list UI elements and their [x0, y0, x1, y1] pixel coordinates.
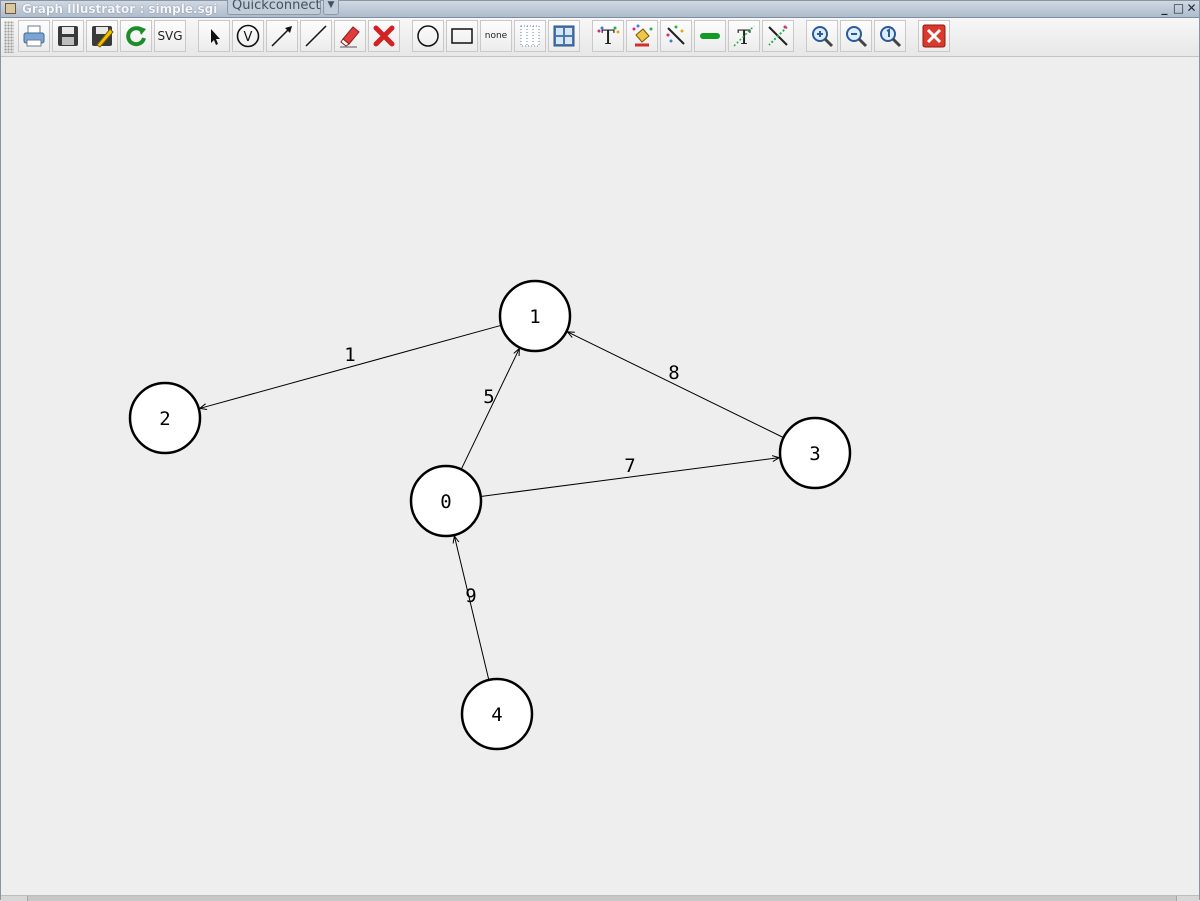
vertex-label: 2 [159, 408, 170, 430]
title-bar[interactable]: Graph Illustrator : simple.sgi Quickconn… [1, 0, 1199, 18]
graph-svg[interactable]: 1 5 8 7 9 0 1 2 3 4 [1, 57, 1199, 895]
vertex-2[interactable]: 2 [128, 381, 202, 455]
text-style-icon: T [731, 23, 757, 49]
no-shape-label: none [484, 31, 508, 41]
edge-weight-label[interactable]: 1 [344, 344, 355, 366]
add-arrow-button[interactable] [266, 20, 298, 52]
edge-weight-label[interactable]: 9 [465, 585, 476, 607]
edge-0-3[interactable] [480, 458, 780, 497]
vertex-circle[interactable] [128, 381, 202, 455]
vertex-circle[interactable] [409, 464, 483, 538]
vertex-label: 0 [440, 491, 451, 513]
quickconnect-dropdown-icon[interactable]: ▼ [323, 0, 339, 15]
svg-export-label: SVG [157, 29, 183, 43]
save-button[interactable] [52, 20, 84, 52]
arrow-icon [269, 23, 295, 49]
toolbar: SVG V [1, 18, 1199, 57]
horizontal-scrollbar[interactable] [1, 895, 1199, 901]
delete-button[interactable] [368, 20, 400, 52]
edge-weight-label[interactable]: 7 [624, 455, 635, 477]
no-shape-button[interactable]: none [480, 20, 512, 52]
fill-color-button[interactable] [626, 20, 658, 52]
vertex-label: 1 [529, 306, 540, 328]
close-graph-button[interactable] [918, 20, 950, 52]
zoom-in-icon [809, 23, 835, 49]
svg-text:T: T [601, 25, 615, 49]
eraser-icon [337, 23, 363, 49]
refresh-button[interactable] [120, 20, 152, 52]
window-title: Graph Illustrator : simple.sgi [22, 2, 218, 16]
green-bar-icon [697, 23, 723, 49]
grid-snap-button[interactable] [548, 20, 580, 52]
text-style-button[interactable]: T [728, 20, 760, 52]
circle-icon [415, 23, 441, 49]
grid-button[interactable] [514, 20, 546, 52]
print-button[interactable] [18, 20, 50, 52]
vertex-4[interactable]: 4 [460, 677, 534, 751]
zoom-out-button[interactable] [840, 20, 872, 52]
vertex-icon: V [235, 23, 261, 49]
close-window-button[interactable]: ✕ [1186, 1, 1197, 15]
rectangle-shape-button[interactable] [446, 20, 478, 52]
text-color-button[interactable]: T [592, 20, 624, 52]
select-tool-button[interactable] [198, 20, 230, 52]
edge-style-icon [765, 23, 791, 49]
svg-export-button[interactable]: SVG [154, 20, 186, 52]
line-width-button[interactable] [694, 20, 726, 52]
save-as-icon [89, 23, 115, 49]
vertex-label: 3 [809, 443, 820, 465]
printer-icon [21, 23, 47, 49]
line-icon [303, 23, 329, 49]
edge-1-2[interactable] [200, 324, 502, 408]
graph-canvas[interactable]: 1 5 8 7 9 0 1 2 3 4 [1, 57, 1199, 895]
refresh-icon [123, 23, 149, 49]
dotted-grid-icon [517, 23, 543, 49]
edge-0-1[interactable] [460, 348, 519, 470]
toolbar-grip[interactable] [4, 21, 14, 53]
zoom-out-icon [843, 23, 869, 49]
add-line-button[interactable] [300, 20, 332, 52]
floppy-disk-icon [55, 23, 81, 49]
zoom-in-button[interactable] [806, 20, 838, 52]
vertex-icon-label: V [244, 30, 253, 45]
vertex-0[interactable]: 0 [409, 464, 483, 538]
eraser-button[interactable] [334, 20, 366, 52]
circle-shape-button[interactable] [412, 20, 444, 52]
line-color-button[interactable] [660, 20, 692, 52]
app-icon [5, 3, 16, 14]
pointer-icon [201, 23, 227, 49]
rectangle-icon [449, 23, 475, 49]
vertex-circle[interactable] [778, 416, 852, 490]
edge-4-0[interactable] [454, 536, 490, 681]
close-red-icon [921, 23, 947, 49]
vertex-1[interactable]: 1 [498, 279, 572, 353]
minimize-button[interactable]: _ [1161, 1, 1168, 15]
paint-bucket-icon [629, 23, 655, 49]
svg-text:T: T [737, 25, 751, 49]
add-vertex-button[interactable]: V [232, 20, 264, 52]
text-color-icon: T [595, 23, 621, 49]
vertex-circle[interactable] [498, 279, 572, 353]
zoom-reset-icon [877, 23, 903, 49]
quickconnect-field[interactable]: Quickconnect [227, 0, 321, 15]
red-x-icon [371, 23, 397, 49]
edge-weight-label[interactable]: 8 [668, 362, 679, 384]
vertex-circle[interactable] [460, 677, 534, 751]
zoom-reset-button[interactable] [874, 20, 906, 52]
edge-3-1[interactable] [567, 332, 784, 439]
edge-style-button[interactable] [762, 20, 794, 52]
vertex-3[interactable]: 3 [778, 416, 852, 490]
scrollbar-thumb[interactable] [27, 896, 1177, 901]
vertex-label: 4 [491, 704, 502, 726]
edge-weight-label[interactable]: 5 [483, 386, 494, 408]
save-as-button[interactable] [86, 20, 118, 52]
grid-snap-icon [551, 23, 577, 49]
line-color-icon [663, 23, 689, 49]
maximize-button[interactable]: □ [1172, 1, 1185, 15]
